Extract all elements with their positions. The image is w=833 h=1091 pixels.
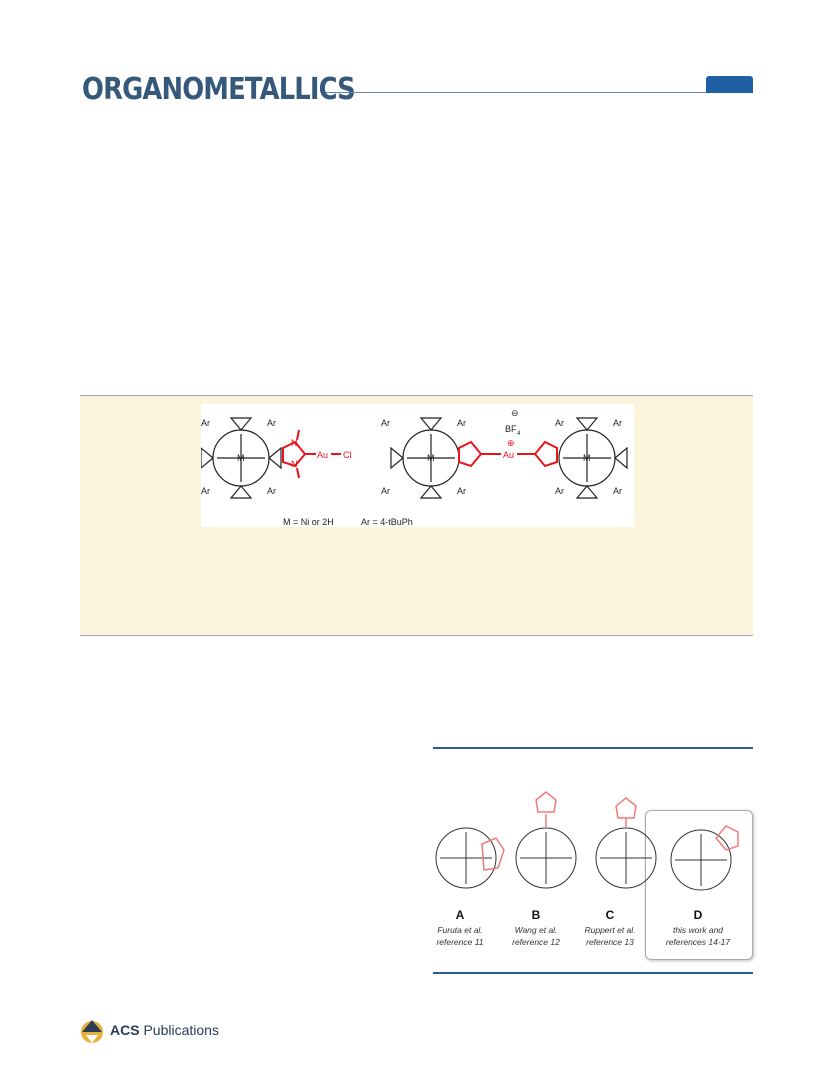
panel-c-label: C [605, 908, 615, 922]
svg-text:N: N [291, 438, 298, 448]
figure-top-rule [433, 747, 753, 749]
svg-text:Ar: Ar [457, 418, 466, 428]
toc-graphic: Ar Ar Ar Ar M N N Au Cl Ar Ar Ar Ar M [201, 404, 634, 527]
acs-publications-text[interactable]: ACS Publications [110, 1022, 219, 1038]
panel-d-caption-1: this work and [672, 925, 724, 935]
panel-d-label: D [693, 908, 703, 922]
svg-text:N: N [291, 459, 298, 469]
right-nhc-pair [458, 440, 558, 468]
svg-text:Au: Au [503, 450, 514, 460]
svg-text:Ar: Ar [613, 486, 622, 496]
svg-text:Cl: Cl [343, 450, 352, 460]
svg-text:Ar: Ar [555, 418, 564, 428]
svg-text:Ar: Ar [267, 418, 276, 428]
panel-a-highlight [481, 837, 505, 871]
svg-text:Ar: Ar [381, 418, 390, 428]
panel-b-highlight [535, 791, 557, 828]
acs-bold-label: ACS [110, 1022, 140, 1038]
caption-metal: M = Ni or 2H [283, 517, 334, 527]
left-nhc [282, 429, 316, 479]
header-rule [326, 92, 752, 93]
svg-text:4: 4 [517, 431, 521, 437]
panel-c-caption-2: reference 13 [586, 937, 634, 947]
panel-b-label: B [531, 908, 541, 922]
panel-c-structure [595, 827, 657, 889]
figure-structures-svg [435, 791, 739, 891]
acs-rest-label: Publications [139, 1022, 219, 1038]
panel-b-caption-2: reference 12 [512, 937, 560, 947]
right-porphyrin-b [558, 417, 628, 499]
svg-text:Ar: Ar [381, 486, 390, 496]
panel-a-caption-2: reference 11 [436, 937, 484, 947]
panel-a-label: A [455, 908, 465, 922]
left-porphyrin [201, 417, 282, 499]
panel-d-highlight [715, 825, 739, 851]
svg-text:Ar: Ar [555, 486, 564, 496]
panel-d-structure [670, 829, 732, 891]
svg-text:Ar: Ar [201, 418, 210, 428]
svg-text:Au: Au [317, 450, 328, 460]
svg-text:M: M [427, 453, 435, 463]
svg-text:⊕: ⊕ [507, 438, 515, 448]
svg-text:Ar: Ar [457, 486, 466, 496]
header-tab [706, 76, 753, 93]
journal-title: ORGANOMETALLICS [82, 72, 356, 107]
svg-text:BF: BF [505, 424, 517, 434]
panel-a-caption-1: Furuta et al. [437, 925, 483, 935]
panel-d-highlight [645, 810, 753, 960]
toc-structures-svg: Ar Ar Ar Ar M N N Au Cl Ar Ar Ar Ar M [201, 408, 628, 499]
caption-aryl: Ar = 4-tBuPh [361, 517, 413, 527]
panel-c-caption-1: Ruppert et al. [584, 925, 636, 935]
svg-text:M: M [237, 453, 245, 463]
panel-c-highlight [615, 797, 637, 828]
svg-text:⊖: ⊖ [511, 408, 519, 418]
svg-text:Ar: Ar [201, 486, 210, 496]
panel-b-caption-1: Wang et al. [514, 925, 558, 935]
panel-b-structure [515, 827, 577, 889]
svg-text:Ar: Ar [267, 486, 276, 496]
acs-logo-icon [81, 1020, 103, 1043]
right-porphyrin-a [390, 417, 460, 499]
figure-bottom-rule [433, 972, 753, 974]
svg-text:M: M [583, 453, 591, 463]
svg-text:Ar: Ar [613, 418, 622, 428]
panel-d-caption-2: references 14-17 [665, 937, 731, 947]
panel-a-structure [435, 827, 497, 889]
